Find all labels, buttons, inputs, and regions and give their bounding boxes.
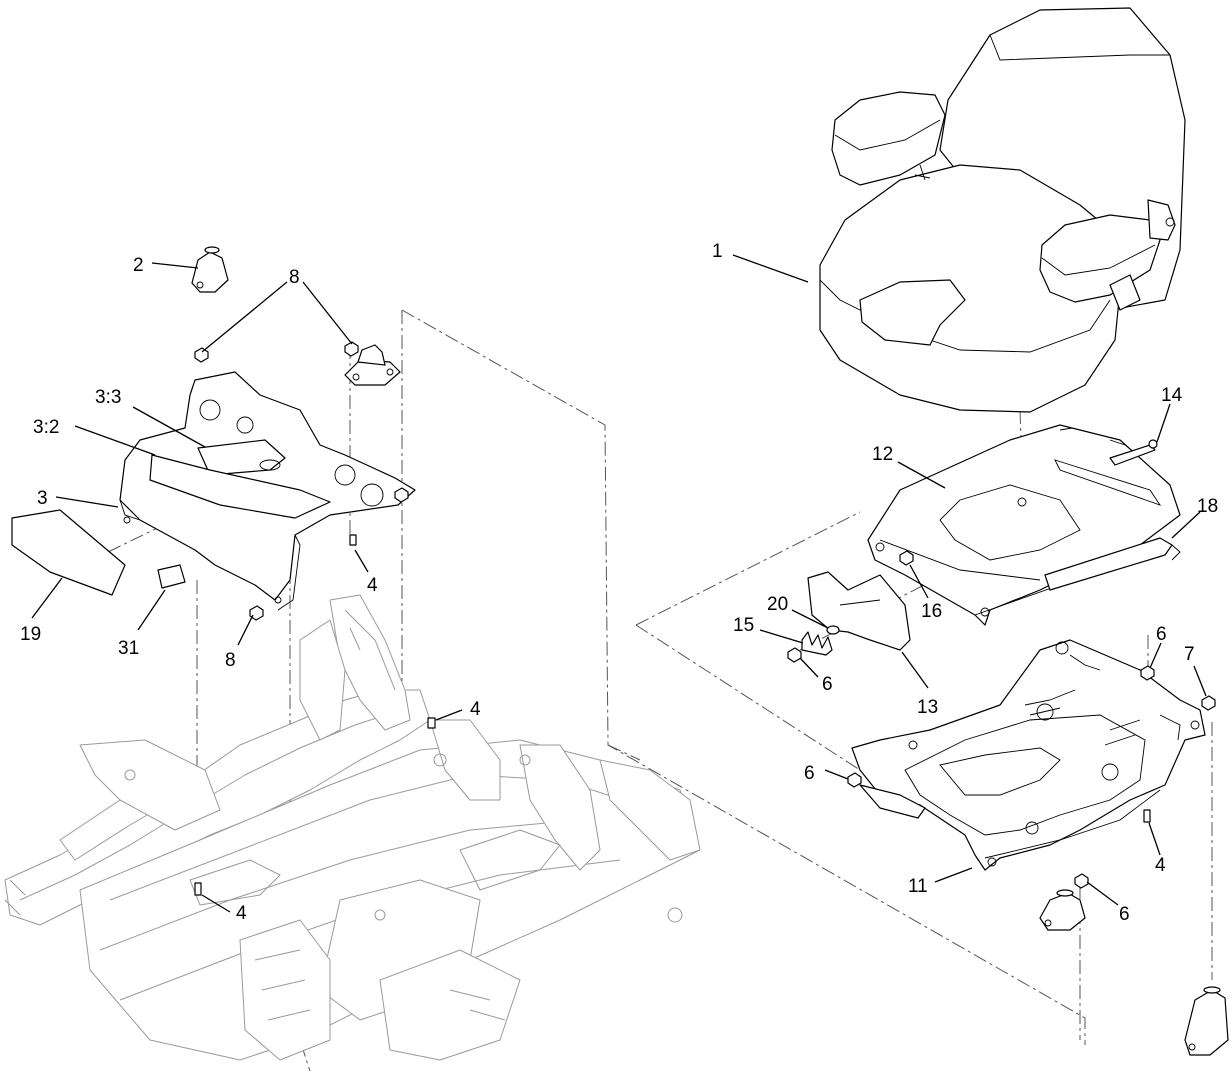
decal-3-3-oval	[259, 459, 281, 471]
bolt-14	[1109, 444, 1156, 466]
isolator-mount-2	[191, 246, 229, 293]
callout-3-2: 3:2	[33, 417, 59, 438]
isolator-mount-far-right	[1184, 986, 1229, 1056]
rod-18	[1044, 537, 1173, 591]
seat-1	[819, 7, 1186, 413]
callout-6-spring: 6	[822, 674, 833, 695]
washer-20	[826, 625, 840, 635]
callout-12: 12	[872, 444, 893, 465]
seat-slide-12	[867, 424, 1181, 626]
callout-4-lower-left: 4	[236, 903, 247, 924]
callout-6-plate-left: 6	[804, 763, 815, 784]
callout-8-top: 8	[289, 267, 300, 288]
callout-1: 1	[712, 241, 723, 262]
callout-8-bottom: 8	[225, 650, 236, 671]
isolator-mount-right	[344, 344, 401, 386]
callout-labels: 1 2 8 3:3 3:2 3 19 31 8 4 4 4 12 14 18 1…	[20, 241, 1218, 925]
decal-19	[11, 509, 126, 596]
tractor-frame	[4, 594, 701, 1061]
callout-3-3: 3:3	[95, 387, 121, 408]
hardware-left	[194, 341, 436, 896]
callout-14: 14	[1161, 385, 1183, 406]
callout-4-frame: 4	[470, 699, 481, 720]
callout-3: 3	[37, 488, 48, 509]
callout-6-plate-top: 6	[1156, 624, 1167, 645]
callout-4-plate: 4	[367, 575, 378, 596]
nut-6-upper-left	[787, 647, 802, 663]
callout-31: 31	[118, 638, 139, 659]
callout-19: 19	[20, 624, 41, 645]
leader-lines	[31, 254, 1207, 913]
decal-3-2	[149, 454, 331, 519]
callout-4-plate-right: 4	[1155, 855, 1166, 876]
callout-2: 2	[133, 255, 144, 276]
callout-11: 11	[908, 876, 928, 897]
nut-16	[899, 550, 914, 566]
isolator-mount-lower	[1039, 889, 1086, 931]
callout-7: 7	[1184, 644, 1195, 665]
decal-31	[157, 564, 186, 589]
hardware-right	[847, 665, 1216, 889]
callout-13: 13	[917, 697, 938, 718]
callout-20: 20	[767, 594, 788, 615]
spring-15	[801, 631, 833, 656]
base-plate-11	[851, 639, 1206, 871]
callout-16: 16	[921, 601, 942, 622]
callout-15: 15	[733, 615, 754, 636]
base-plate-tab	[859, 784, 926, 819]
callout-6-mount: 6	[1119, 904, 1130, 925]
callout-18: 18	[1197, 496, 1218, 517]
